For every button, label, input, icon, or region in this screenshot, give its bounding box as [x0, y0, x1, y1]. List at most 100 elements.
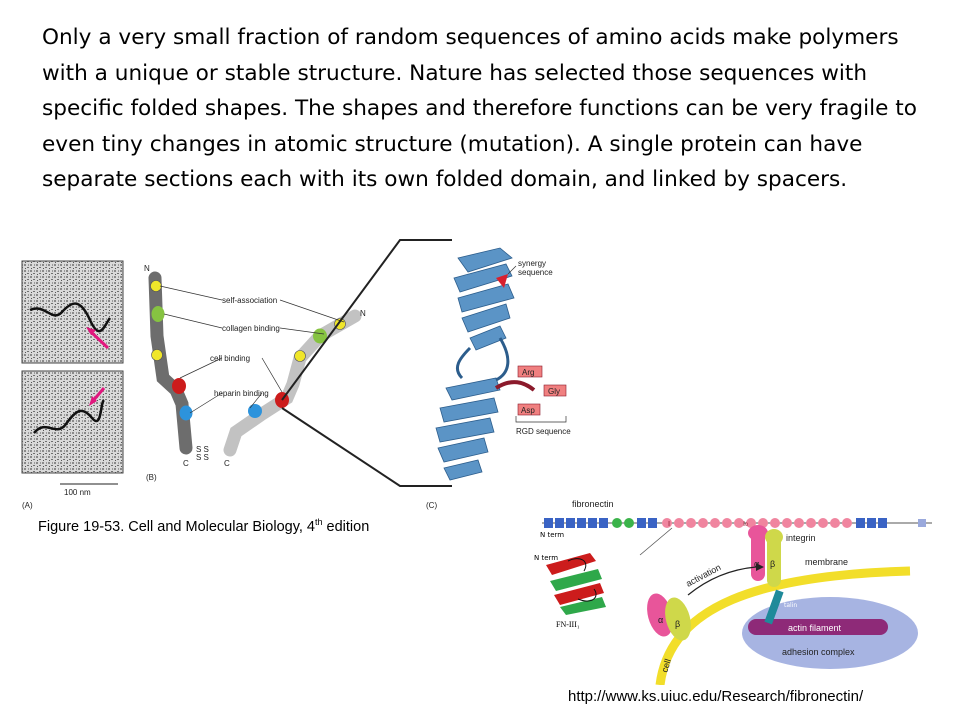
module-label: I	[668, 520, 670, 528]
module	[544, 518, 553, 528]
synergy-arrow	[496, 274, 508, 288]
adhesion-label: adhesion complex	[782, 647, 855, 657]
module	[782, 518, 792, 528]
chain-left	[148, 271, 193, 455]
integrin-label: integrin	[786, 533, 816, 543]
beta-strand	[439, 397, 499, 423]
module	[612, 518, 622, 528]
membrane-label: membrane	[805, 557, 848, 567]
module	[662, 518, 672, 528]
scale-label: 100 nm	[64, 488, 91, 497]
module	[856, 518, 865, 528]
module	[637, 518, 646, 528]
label-heparin-binding: heparin binding	[214, 389, 269, 398]
fibronectin-label: fibronectin	[572, 499, 614, 509]
residue-gly: Gly	[548, 387, 560, 396]
label-cell-binding: cell binding	[210, 354, 250, 363]
beta-label: β	[770, 559, 775, 569]
rgd-loop	[494, 380, 536, 392]
module	[698, 518, 708, 528]
module	[830, 518, 840, 528]
residue-arg: Arg	[522, 368, 534, 377]
actin-filament	[748, 619, 888, 635]
cell-label: cell	[659, 658, 673, 674]
panel-label-b: (B)	[146, 473, 157, 482]
module	[770, 518, 780, 528]
module	[878, 518, 887, 528]
end-n-right: N	[360, 309, 366, 318]
module	[566, 518, 575, 528]
label-self-association: self-association	[222, 296, 277, 305]
domain-green	[313, 328, 327, 344]
micrograph-molecule-bottom	[33, 399, 106, 434]
beta-label: β	[675, 619, 680, 629]
module	[867, 518, 876, 528]
domain-green	[151, 306, 165, 322]
module	[577, 518, 586, 528]
module	[918, 519, 926, 527]
domain-blue	[179, 405, 193, 421]
micrograph-bottom	[21, 370, 124, 474]
module	[710, 518, 720, 528]
membrane	[655, 566, 911, 685]
micrograph-molecule-top	[29, 302, 112, 333]
domain-yellow	[151, 349, 163, 361]
label-collagen-binding: collagen binding	[222, 324, 280, 333]
figure-caption: Figure 19-53. Cell and Molecular Biology…	[38, 517, 370, 535]
module	[818, 518, 828, 528]
domain-yellow	[294, 350, 306, 362]
ribbon-structure-panel: synergy sequence Arg Gly Asp RGD sequenc…	[426, 247, 571, 510]
zoom-line-bottom	[281, 407, 452, 487]
synergy-label: sequence	[518, 268, 553, 277]
module	[674, 518, 684, 528]
panel-label-a: (A)	[22, 501, 33, 510]
module-strip	[544, 518, 926, 528]
fn-iii-ribbon	[546, 553, 606, 615]
module	[588, 518, 597, 528]
end-n-left: N	[144, 264, 150, 273]
beta-strand	[443, 459, 483, 481]
module	[722, 518, 732, 528]
integrin-alpha	[751, 531, 765, 581]
module	[842, 518, 852, 528]
fn-iii-label: FN-III₁	[556, 620, 580, 629]
rgd-sequence-label: RGD sequence	[516, 427, 571, 436]
micrograph-panel: 100 nm (A)	[21, 260, 124, 510]
beta-strand	[469, 325, 507, 351]
intro-paragraph: Only a very small fraction of random seq…	[42, 25, 917, 192]
disulfide-bond: S S	[196, 453, 209, 462]
beta-strand	[461, 303, 511, 333]
module	[624, 518, 634, 528]
schematic-panel: self-association collagen binding cell b…	[144, 264, 366, 482]
n-term-label: N term	[534, 554, 558, 562]
module	[599, 518, 608, 528]
n-term-label: N term	[540, 531, 564, 539]
disulfide-bond: S S	[196, 445, 209, 454]
residue-asp: Asp	[521, 406, 535, 415]
integrin-activation-figure: fibronectin I I₀ membrane	[534, 499, 932, 685]
end-c-left: C	[183, 459, 189, 468]
module	[806, 518, 816, 528]
module	[686, 518, 696, 528]
talin	[764, 589, 784, 625]
beta-strand	[453, 263, 513, 293]
beta-strand	[437, 437, 489, 463]
end-c-right: C	[224, 459, 230, 468]
domain-yellow	[150, 280, 162, 292]
beta-strand	[457, 247, 513, 273]
beta-strand	[435, 417, 495, 443]
chain-right	[223, 309, 362, 457]
synergy-label: synergy	[518, 259, 546, 268]
source-url[interactable]: http://www.ks.uiuc.edu/Research/fibronec…	[568, 688, 864, 705]
alpha-label: α	[658, 615, 663, 625]
actin-label: actin filament	[788, 623, 842, 633]
module	[734, 518, 744, 528]
panel-label-c: (C)	[426, 501, 437, 510]
domain-red	[172, 378, 186, 394]
activation-arrow	[687, 566, 757, 596]
module	[648, 518, 657, 528]
talin-label: talin	[784, 602, 797, 609]
arrow-pink-top	[88, 329, 110, 350]
module-label: I₀	[743, 520, 748, 528]
fibronectin-figure: 100 nm (A) self-association collagen bin…	[21, 239, 571, 510]
